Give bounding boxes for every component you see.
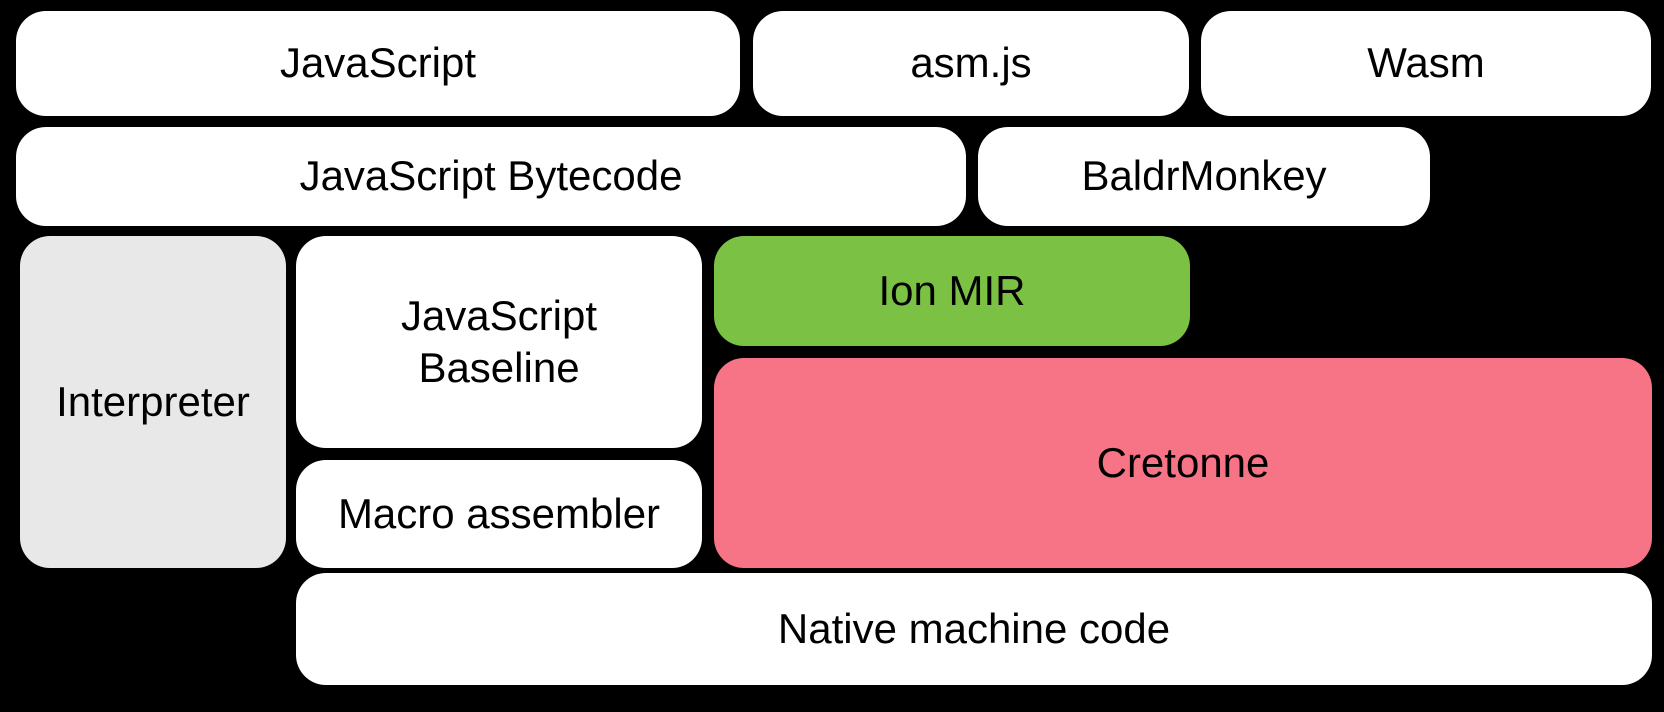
node-cretonne: Cretonne [714,358,1652,568]
node-javascript: JavaScript [16,11,740,116]
node-ion-mir: Ion MIR [714,236,1190,346]
node-wasm: Wasm [1201,11,1651,116]
node-baldrmonkey: BaldrMonkey [978,127,1430,226]
node-javascript-bytecode: JavaScript Bytecode [16,127,966,226]
node-macro-assembler: Macro assembler [296,460,702,568]
node-asmjs: asm.js [753,11,1189,116]
node-interpreter: Interpreter [20,236,286,568]
node-javascript-baseline: JavaScript Baseline [296,236,702,448]
node-native-machine-code: Native machine code [296,573,1652,685]
